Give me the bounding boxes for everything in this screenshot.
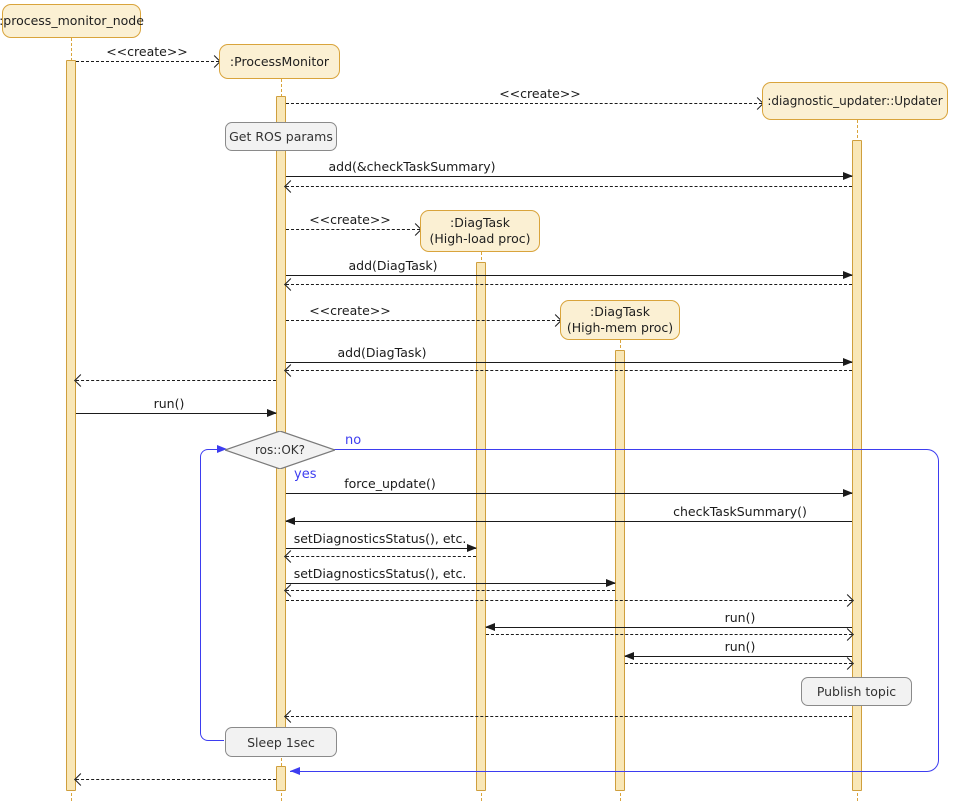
message-label: add(DiagTask) (348, 258, 438, 273)
loop-arrowhead-into-decision-icon (217, 445, 227, 453)
arrowhead-icon (606, 579, 616, 588)
message-arrow-return (486, 628, 854, 641)
message-arrow-run (76, 409, 277, 418)
message-arrow-setdiagnosticsstatus-2 (286, 579, 616, 588)
message-label: setDiagnosticsStatus(), etc. (293, 531, 467, 546)
actor-box-diag-task-high-load: :DiagTask (High-load proc) (420, 210, 540, 252)
message-arrow-add-diagtask-1 (286, 271, 853, 280)
arrowhead-icon (624, 652, 634, 661)
message-label: <<create>> (309, 212, 391, 227)
message-arrow-final-return-to-node (74, 773, 276, 786)
decision-no-label: no (345, 433, 362, 448)
decision-label: ros::OK? (254, 443, 306, 457)
activation-diag-task-high-load (476, 262, 486, 791)
message-arrow-force-update (286, 489, 853, 498)
arrowhead-icon (284, 180, 297, 193)
message-arrow-return (625, 657, 854, 670)
message-label: <<create>> (106, 44, 188, 59)
message-label: <<create>> (309, 303, 391, 318)
message-arrow-run-high-mem (624, 652, 852, 661)
arrowhead-icon (267, 409, 277, 418)
actor-box-process-monitor-node: :process_monitor_node (0, 4, 144, 38)
arrowhead-icon (843, 358, 853, 367)
note-sleep-1sec: Sleep 1sec (225, 727, 337, 757)
arrowhead-icon (843, 172, 853, 181)
activation-process-monitor-tail (276, 766, 286, 791)
actor-box-diag-task-high-mem: :DiagTask (High-mem proc) (560, 300, 680, 340)
message-label: setDiagnosticsStatus(), etc. (293, 566, 467, 581)
activation-process-monitor (276, 96, 286, 757)
message-arrow-create-process-monitor (76, 55, 221, 68)
arrowhead-icon (467, 544, 477, 553)
activation-diag-task-high-mem (615, 350, 625, 791)
arrowhead-icon (74, 374, 87, 387)
message-arrow-return-to-node (74, 374, 276, 387)
message-label: force_update() (344, 476, 436, 491)
message-arrow-create-diagtask-high-mem (286, 314, 562, 327)
arrowhead-icon (74, 773, 87, 786)
actor-box-updater: :diagnostic_updater::Updater (762, 82, 948, 120)
message-arrow-return (284, 278, 852, 291)
decision-diamond (225, 431, 335, 469)
message-arrow-run-high-load (485, 623, 852, 632)
message-label: add(&checkTaskSummary) (328, 159, 496, 174)
message-arrow-add-checktasksummary (286, 172, 853, 181)
message-label: run() (724, 610, 756, 625)
message-arrow-return (284, 180, 852, 193)
message-arrow-add-diagtask-2 (286, 358, 853, 367)
arrowhead-icon (843, 489, 853, 498)
actor-box-process-monitor: :ProcessMonitor (219, 44, 340, 79)
message-label: <<create>> (499, 86, 581, 101)
message-arrow-return (284, 364, 852, 377)
arrowhead-icon (284, 278, 297, 291)
message-label: run() (724, 639, 756, 654)
message-label: checkTaskSummary() (673, 504, 807, 519)
note-get-ros-params: Get ROS params (225, 122, 337, 151)
message-arrow-return (284, 584, 615, 597)
activation-process-monitor-node (66, 60, 76, 791)
message-arrow-create-diagtask-high-load (286, 223, 422, 236)
loop-repeat-edge (200, 449, 224, 741)
loop-exit-edge (290, 449, 939, 772)
message-arrow-return (284, 550, 476, 563)
message-arrow-checktasksummary-callback (285, 517, 852, 526)
message-arrow-return-to-process-monitor (284, 710, 852, 723)
message-arrow-create-updater (286, 97, 764, 110)
activation-updater (852, 140, 862, 791)
message-label: run() (153, 396, 185, 411)
decision-yes-label: yes (294, 467, 317, 482)
message-arrow-setdiagnosticsstatus-1 (286, 544, 477, 553)
arrowhead-icon (485, 623, 495, 632)
message-arrow-return-to-updater (286, 594, 854, 607)
arrowhead-icon (285, 517, 295, 526)
note-publish-topic: Publish topic (801, 677, 912, 706)
arrowhead-icon (843, 271, 853, 280)
arrowhead-icon (284, 364, 297, 377)
message-label: add(DiagTask) (337, 345, 427, 360)
loop-arrowhead-into-process-monitor-icon (290, 767, 300, 775)
